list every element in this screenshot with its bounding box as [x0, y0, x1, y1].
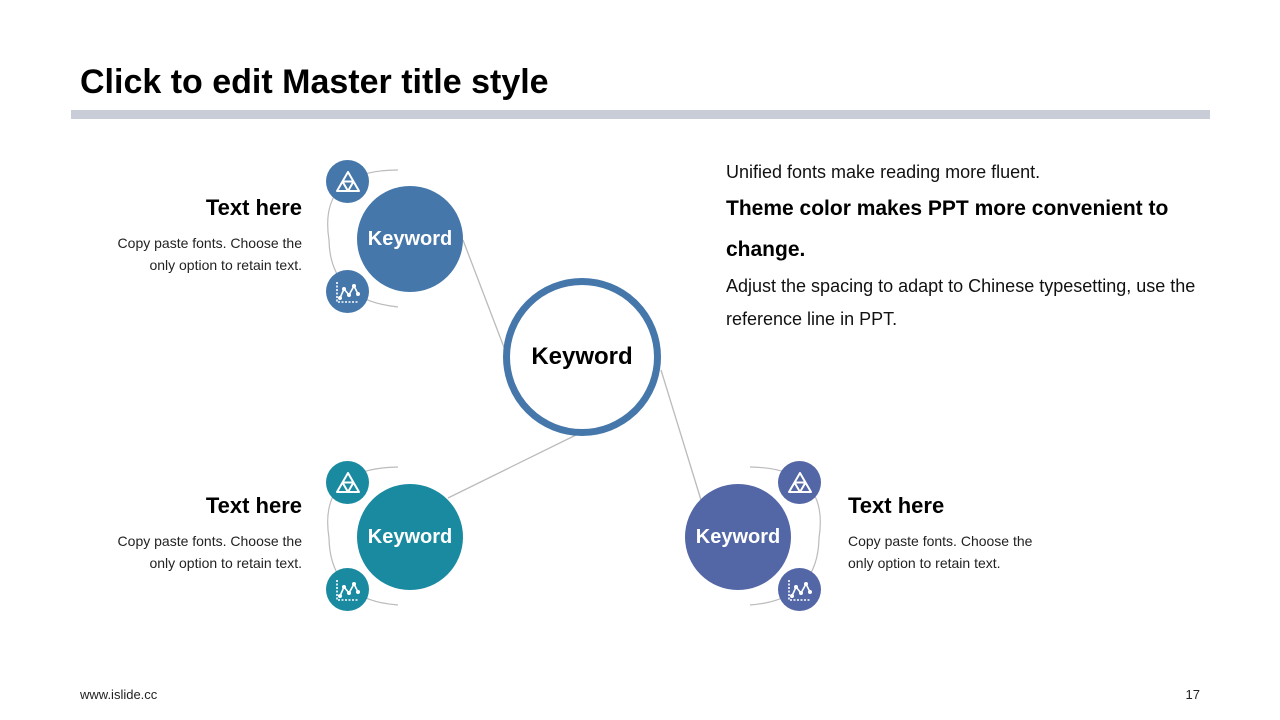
text-body-line1: Copy paste fonts. Choose the: [117, 533, 302, 549]
keyword-node-bottom-left: Keyword: [357, 484, 463, 590]
text-block-bottom-left: Text here Copy paste fonts. Choose the o…: [90, 492, 302, 574]
slide-title: Click to edit Master title style: [80, 63, 549, 101]
text-body-line2: only option to retain text.: [848, 555, 1001, 571]
text-block-top-left: Text here Copy paste fonts. Choose the o…: [90, 194, 302, 276]
keyword-label: Keyword: [695, 525, 781, 548]
text-block-bottom-right: Text here Copy paste fonts. Choose the o…: [848, 492, 1088, 574]
footer-url: www.islide.cc: [80, 687, 158, 702]
scatter-chart-icon: [778, 568, 821, 611]
info-text-block: Unified fonts make reading more fluent. …: [726, 158, 1196, 336]
info-line-3: Adjust the spacing to adapt to Chinese t…: [726, 276, 1196, 329]
connector-bottom-left: [447, 433, 579, 499]
page-number: 17: [1185, 687, 1200, 702]
keyword-node-bottom-right: Keyword: [685, 484, 791, 590]
connector-bottom-right: [660, 369, 702, 501]
text-body-line2: only option to retain text.: [149, 257, 302, 273]
center-keyword-node: Keyword: [503, 278, 661, 436]
text-body-line1: Copy paste fonts. Choose the: [848, 533, 1033, 549]
text-body-line1: Copy paste fonts. Choose the: [117, 235, 302, 251]
triangle-icon: [326, 160, 369, 203]
text-heading: Text here: [205, 195, 302, 220]
text-heading: Text here: [848, 493, 945, 518]
keyword-node-top-left: Keyword: [357, 186, 463, 292]
text-body-line2: only option to retain text.: [149, 555, 302, 571]
center-keyword-label: Keyword: [531, 343, 633, 370]
scatter-chart-icon: [326, 568, 369, 611]
text-heading: Text here: [205, 493, 302, 518]
keyword-label: Keyword: [367, 227, 453, 250]
info-line-2: Theme color makes PPT more convenient to…: [726, 197, 1169, 261]
connector-top-left: [462, 239, 506, 351]
title-underline: [71, 110, 1210, 119]
keyword-label: Keyword: [367, 525, 453, 548]
info-line-1: Unified fonts make reading more fluent.: [726, 162, 1041, 182]
triangle-icon: [778, 461, 821, 504]
triangle-icon: [326, 461, 369, 504]
scatter-chart-icon: [326, 270, 369, 313]
